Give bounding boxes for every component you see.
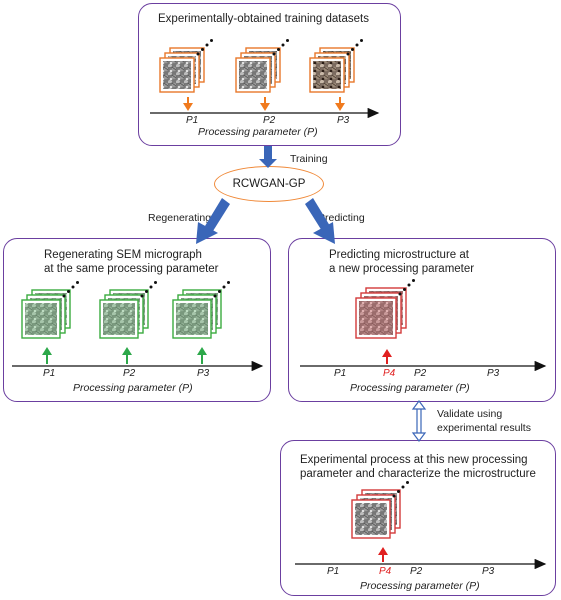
- predicting-flow-arrow: [305, 198, 335, 244]
- experimental-panel: [280, 440, 556, 596]
- validate-label-line1: Validate using: [437, 408, 503, 420]
- predict-param-p1: P1: [334, 368, 347, 379]
- predict-arrow-p4: [382, 349, 392, 364]
- experimental-title-line1: Experimental process at this new process…: [300, 454, 528, 466]
- predicting-axis-label: Processing parameter (P): [350, 382, 470, 394]
- regen-stack-p2: [99, 281, 157, 339]
- regen-param-p1: P1: [43, 368, 56, 379]
- exp-stack-p4: [351, 481, 409, 539]
- exp-param-p1: P1: [327, 566, 340, 577]
- training-stack-p3: [309, 39, 363, 93]
- regenerating-flow-arrow: [196, 198, 230, 244]
- regenerating-title-line1: Regenerating SEM micrograph: [44, 249, 202, 261]
- regen-param-p2: P2: [123, 368, 136, 379]
- model-name: RCWGAN-GP: [232, 178, 306, 190]
- predict-stack-p4: [355, 279, 415, 339]
- regen-arrow-p2: [122, 347, 132, 364]
- training-flow-label: Training: [290, 153, 328, 165]
- exp-arrow-p4: [378, 547, 388, 562]
- training-param-p1: P1: [186, 115, 199, 126]
- training-arrow-p2: [260, 97, 270, 111]
- training-stack-p1: [159, 39, 213, 93]
- training-axis-label: Processing parameter (P): [198, 126, 318, 138]
- training-arrow-p3: [335, 97, 345, 111]
- regenerating-axis-label: Processing parameter (P): [73, 382, 193, 394]
- regen-stack-p1: [21, 281, 79, 339]
- predict-param-p4: P4: [383, 368, 396, 379]
- regen-arrow-p3: [197, 347, 207, 364]
- training-stack-p2: [235, 39, 289, 93]
- predicting-title-line1: Predicting microstructure at: [329, 249, 469, 261]
- experimental-title-line2: parameter and characterize the microstru…: [300, 468, 536, 480]
- exp-param-p3: P3: [482, 566, 495, 577]
- regen-stack-p3: [172, 281, 230, 339]
- exp-param-p2: P2: [410, 566, 423, 577]
- validate-label-line2: experimental results: [437, 422, 531, 434]
- exp-param-p4: P4: [379, 566, 392, 577]
- predicting-flow-label: Predicting: [318, 212, 365, 224]
- predicting-title-line2: a new processing parameter: [329, 263, 475, 275]
- training-panel-title: Experimentally-obtained training dataset…: [158, 13, 369, 25]
- training-param-p2: P2: [263, 115, 276, 126]
- regen-param-p3: P3: [197, 368, 210, 379]
- training-flow-arrow: [259, 146, 277, 168]
- training-param-p3: P3: [337, 115, 350, 126]
- micrograph-stacks: [21, 39, 415, 562]
- predict-param-p2: P2: [414, 368, 427, 379]
- regenerating-flow-label: Regenerating: [148, 212, 212, 224]
- regen-arrow-p1: [42, 347, 52, 364]
- experimental-axis-label: Processing parameter (P): [360, 580, 480, 592]
- training-arrow-p1: [183, 97, 193, 111]
- validate-arrow: [411, 400, 427, 442]
- predicting-panel: [288, 238, 556, 402]
- predict-param-p3: P3: [487, 368, 500, 379]
- regenerating-title-line2: at the same processing parameter: [44, 263, 219, 275]
